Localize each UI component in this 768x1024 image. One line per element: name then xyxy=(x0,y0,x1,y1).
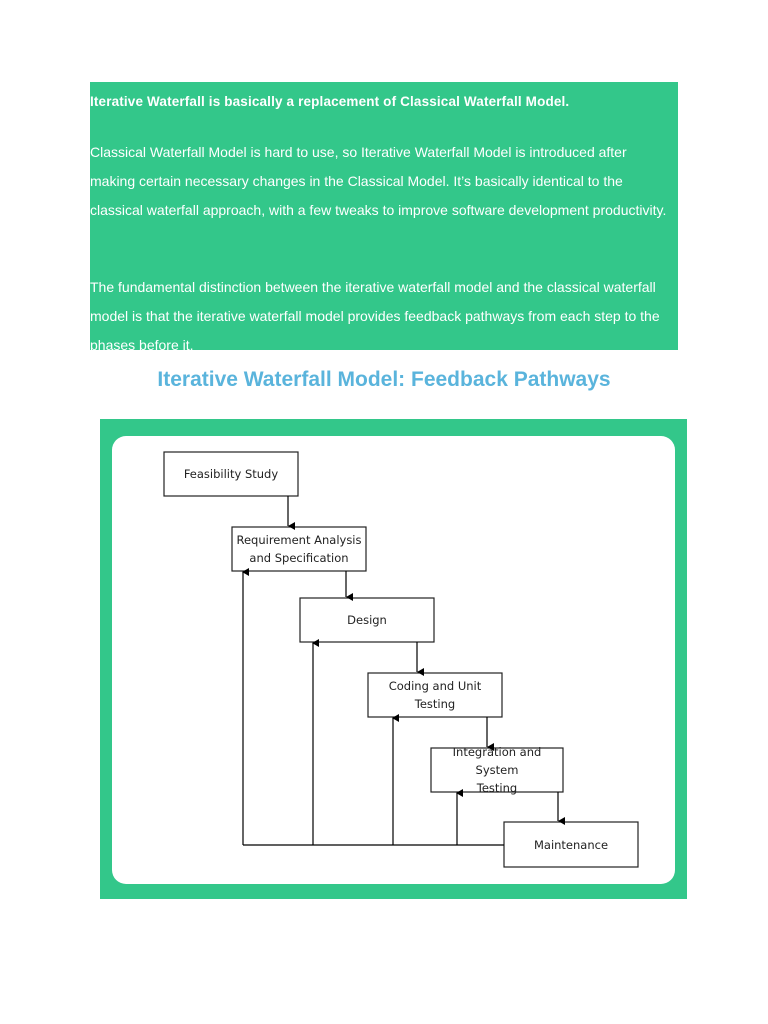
node-design-box xyxy=(299,597,435,643)
waterfall-diagram xyxy=(163,451,639,868)
intro-paragraph-2: The fundamental distinction between the … xyxy=(90,279,660,350)
node-requirement-label: Requirement Analysis and Specification xyxy=(236,533,362,565)
node-feasibility-box xyxy=(163,451,299,497)
node-integration-label: Integration and System Testing xyxy=(452,745,542,795)
node-integration-box xyxy=(430,747,564,793)
diagram-card: Feasibility Study Requirement Analysis a… xyxy=(112,436,675,884)
node-maintenance-label: Maintenance xyxy=(533,837,609,852)
node-coding-box xyxy=(367,672,503,718)
node-feasibility-label: Feasibility Study xyxy=(183,467,279,481)
intro-text-box: Iterative Waterfall is basically a repla… xyxy=(90,82,678,350)
node-design-label: Design xyxy=(347,613,387,627)
node-requirement-box xyxy=(231,526,367,572)
diagram-heading: Iterative Waterfall Model: Feedback Path… xyxy=(157,368,611,391)
intro-lead: Iterative Waterfall is basically a repla… xyxy=(90,94,570,109)
intro-paragraph-1: Classical Waterfall Model is hard to use… xyxy=(90,144,667,218)
diagram-frame: Feasibility Study Requirement Analysis a… xyxy=(100,419,687,899)
node-coding-label: Coding and Unit Testing xyxy=(388,679,482,711)
